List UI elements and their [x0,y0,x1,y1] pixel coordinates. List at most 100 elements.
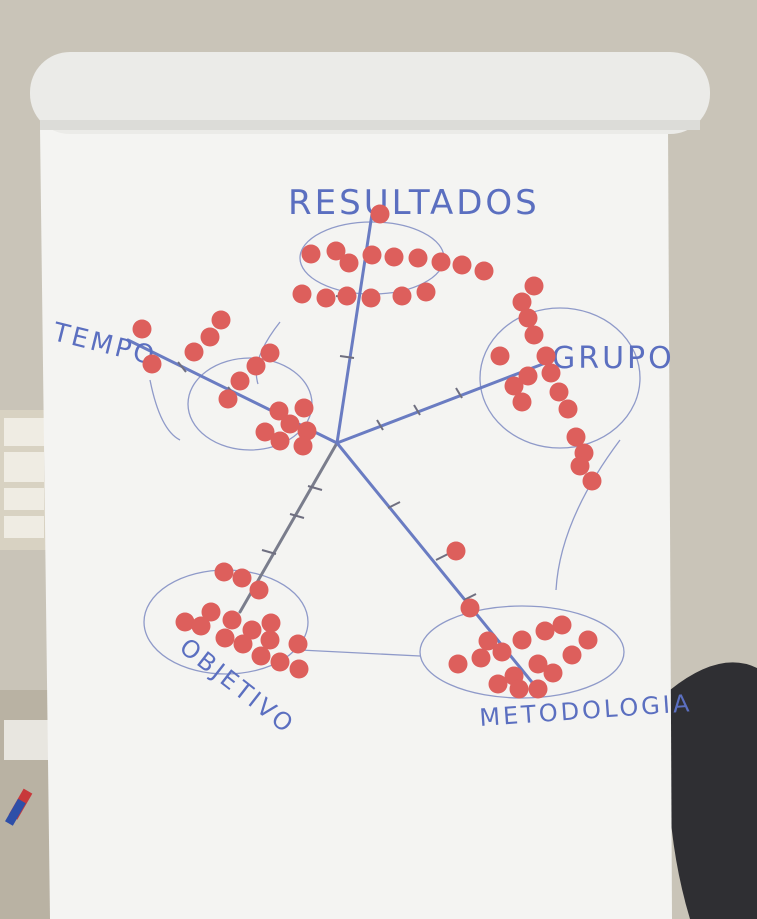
spoke-grupo [335,360,550,445]
vote-dot [175,612,195,632]
vote-dot [471,648,491,668]
vote-dot [269,401,289,421]
tick [289,513,305,519]
label-grupo: GRUPO [552,341,675,376]
vote-dot [512,292,532,312]
vote-dot [541,363,561,383]
paper-roll-shadow [40,120,700,130]
vote-dot [326,241,346,261]
vote-dot [416,282,436,302]
vote-dot [582,471,602,491]
sticky-note [4,452,44,482]
connecting-line [149,321,621,657]
vote-dot [214,562,234,582]
vote-dot [339,253,359,273]
sticky-note [4,516,44,538]
vote-dot [337,286,357,306]
flipchart-paper [40,128,672,919]
vote-dot [293,436,313,456]
vote-dot [562,645,582,665]
tick [387,501,401,509]
vote-dot [528,679,548,699]
vote-dot [392,286,412,306]
vote-dot [260,343,280,363]
vote-dot [270,431,290,451]
tick [413,404,421,416]
vote-dot [460,598,480,618]
vote-dot [230,371,250,391]
vote-dot [446,541,466,561]
vote-dot [255,422,275,442]
vote-dot [552,615,572,635]
vote-dot [528,654,548,674]
vote-dot [201,602,221,622]
tick [261,549,277,555]
vote-dot [558,399,578,419]
vote-dot [478,631,498,651]
vote-dot [512,392,532,412]
vote-dot [549,382,569,402]
tick [455,387,463,399]
vote-dot [524,325,544,345]
vote-dot [261,613,281,633]
vote-dot [543,663,563,683]
sticky-note [4,488,44,510]
vote-dot [431,252,451,272]
vote-dot [524,276,544,296]
vote-dot [246,356,266,376]
vote-dot [452,255,472,275]
vote-dot [301,244,321,264]
cluster-outline-grupo [479,307,641,449]
vote-dot [222,610,242,630]
vote-dot [384,247,404,267]
vote-dot [448,654,468,674]
vote-dot [218,389,238,409]
vote-dot [132,319,152,339]
vote-dot [191,616,211,636]
vote-dot [270,652,290,672]
vote-dot [184,342,204,362]
vote-dot [233,634,253,654]
vote-dot [251,646,271,666]
tick [435,553,449,561]
vote-dot [249,580,269,600]
vote-dot [492,642,512,662]
vote-dot [518,366,538,386]
tick [463,593,477,601]
vote-dot [280,414,300,434]
label-resultados: RESULTADOS [288,183,540,223]
vote-dot [288,634,308,654]
vote-dot [294,398,314,418]
vote-dot [200,327,220,347]
papers-stack [4,720,48,760]
vote-dot [518,308,538,328]
vote-dot [536,346,556,366]
vote-dot [370,204,390,224]
vote-dot [578,630,598,650]
vote-dot [289,659,309,679]
vote-dot [512,630,532,650]
vote-dot [535,621,555,641]
vote-dot [232,568,252,588]
vote-dot [361,288,381,308]
vote-dot [292,284,312,304]
vote-dot [215,628,235,648]
office-chair [667,662,757,919]
vote-dot [488,674,508,694]
vote-dot [504,376,524,396]
tick [339,355,355,359]
vote-dots [132,204,602,699]
tick [376,419,384,431]
tick [177,361,187,373]
vote-dot [570,456,590,476]
paper-roll [30,52,710,134]
marker-blue [5,798,26,826]
vote-dot [316,288,336,308]
vote-dot [211,310,231,330]
vote-dot [242,620,262,640]
vote-dot [260,630,280,650]
tick [307,485,323,491]
vote-dot [362,245,382,265]
vote-dot [509,679,529,699]
